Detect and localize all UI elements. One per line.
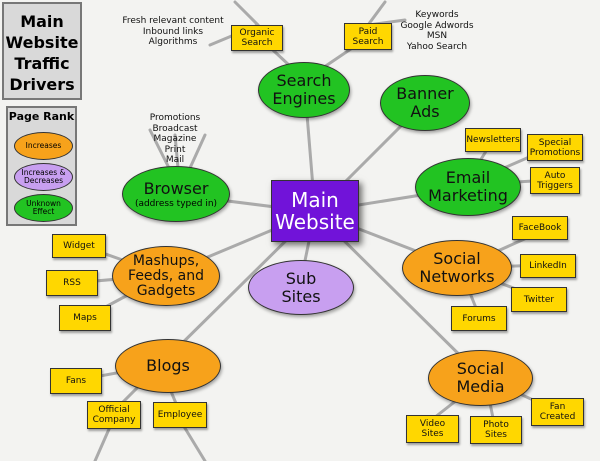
organic-search-box: Organic Search (231, 25, 283, 51)
paid-search-box: Paid Search (344, 23, 392, 50)
twitter-box: Twitter (511, 287, 567, 312)
search-engines-node: Search Engines (258, 62, 350, 118)
organic-search-note: Fresh relevant content Inbound links Alg… (122, 16, 224, 47)
browser-label: Browser (143, 178, 209, 198)
linkedin-box: LinkedIn (520, 254, 576, 278)
special-promotions-box: Special Promotions (527, 134, 583, 161)
banner-ads-node: Banner Ads (380, 75, 470, 131)
browser-note: Promotions Broadcast Magazine Print Mail (149, 113, 201, 165)
browser-node: Browser (address typed in) (122, 166, 230, 222)
diagram-title: Main Website Traffic Drivers (2, 2, 82, 100)
mashups-node: Mashups, Feeds, and Gadgets (112, 246, 220, 306)
maps-box: Maps (59, 305, 111, 331)
rss-box: RSS (46, 270, 98, 296)
fan-created-box: Fan Created (531, 398, 584, 426)
fans-box: Fans (50, 368, 102, 394)
photo-sites-box: Photo Sites (470, 416, 522, 444)
page-rank-legend: Page Rank Increases Increases & Decrease… (6, 106, 77, 226)
blogs-node: Blogs (115, 339, 221, 393)
newsletters-box: Newsletters (465, 128, 521, 152)
main-website-node: Main Website (271, 180, 359, 242)
legend-item-unknown: Unknown Effect (14, 194, 73, 222)
legend-item-increases-decreases: Increases & Decreases (14, 163, 73, 191)
paid-search-note: Keywords Google Adwords MSN Yahoo Search (400, 10, 474, 52)
browser-sublabel: (address typed in) (134, 198, 218, 209)
social-networks-node: Social Networks (402, 240, 512, 296)
forums-box: Forums (451, 306, 507, 331)
facebook-box: FaceBook (512, 216, 568, 240)
social-media-node: Social Media (428, 350, 533, 406)
video-sites-box: Video Sites (406, 415, 459, 443)
legend-item-increases: Increases (14, 132, 73, 160)
sub-sites-node: Sub Sites (248, 260, 354, 315)
official-company-box: Official Company (87, 401, 141, 429)
email-marketing-node: Email Marketing (415, 158, 521, 216)
legend-title: Page Rank (8, 110, 75, 123)
employee-box: Employee (153, 402, 207, 428)
widget-box: Widget (52, 234, 106, 258)
auto-triggers-box: Auto Triggers (530, 167, 580, 194)
